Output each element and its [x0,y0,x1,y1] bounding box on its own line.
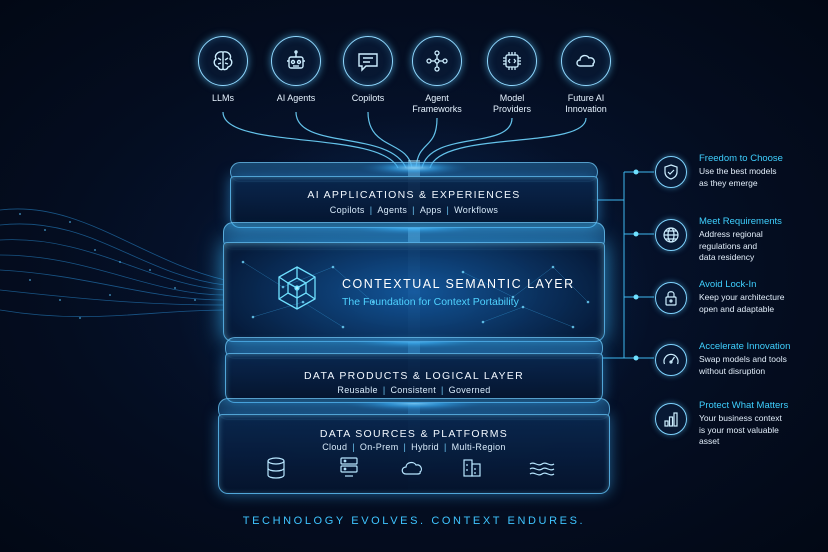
layer-title: DATA SOURCES & PLATFORMS [319,428,509,440]
top-item-future-ai: Future AI Innovation [545,36,627,115]
top-item-agent-frameworks: Agent Frameworks [396,36,478,115]
layer-ai-applications: AI APPLICATIONS & EXPERIENCES Copilots|A… [230,162,598,228]
top-item-label: Model Providers [492,93,531,114]
network-icon [412,36,462,86]
layer-items: Cloud|On-Prem|Hybrid|Multi-Region [322,442,506,452]
cube-network-icon [273,264,321,312]
layer-item: Apps [419,205,442,215]
bar-chart-icon [655,403,687,435]
cloud-icon [401,461,422,475]
benefit-description: Address regional regulations and data re… [699,229,763,262]
brain-icon [198,36,248,86]
left-data-streams [0,208,226,318]
benefit-description: Swap models and tools without disruption [699,354,787,376]
speedometer-icon [655,344,687,376]
benefit-title: Meet Requirements [699,216,782,227]
semantic-layer-title: CONTEXTUAL SEMANTIC LAYER [342,277,575,291]
layer-item: On-Prem [359,442,399,452]
layer-title: AI APPLICATIONS & EXPERIENCES [307,189,521,201]
chat-bubble-icon [343,36,393,86]
building-icon [463,459,481,477]
layer-items: Copilots|Agents|Apps|Workflows [329,205,499,215]
layer-data-products: DATA PRODUCTS & LOGICAL LAYER Reusable|C… [225,337,603,403]
cloud-icon [561,36,611,86]
benefits-bracket [592,171,654,359]
layer-items: Reusable|Consistent|Governed [337,385,491,395]
layer-item: Agents [377,205,408,215]
semantic-network-pattern [241,260,590,329]
chip-icon [487,36,537,86]
semantic-layer-subtitle: The Foundation for Context Portability [342,296,519,308]
layer-item: Workflows [454,205,499,215]
top-item-copilots: Copilots [327,36,409,104]
benefit-description: Keep your architecture open and adaptabl… [699,292,785,314]
left-data-dots [19,213,196,319]
top-connectors [222,111,587,169]
top-item-label: AI Agents [276,93,316,103]
layer-data-sources: DATA SOURCES & PLATFORMS Cloud|On-Prem|H… [218,398,610,494]
benefit-description: Use the best models as they emerge [699,166,777,188]
benefit-title: Freedom to Choose [699,153,783,164]
shield-check-icon [655,156,687,188]
layer-title: DATA PRODUCTS & LOGICAL LAYER [304,370,524,382]
top-item-model-providers: Model Providers [471,36,553,115]
benefit-title: Avoid Lock-In [699,279,757,290]
tagline: TECHNOLOGY EVOLVES. CONTEXT ENDURES. [242,515,586,527]
top-item-label: Copilots [351,93,385,103]
top-item-label: LLMs [211,93,234,103]
top-item-label: Future AI Innovation [565,93,607,114]
top-item-llms: LLMs [182,36,264,104]
layer-item: Governed [448,385,491,395]
top-item-label: Agent Frameworks [412,93,462,114]
server-icon [340,457,358,477]
layer-item: Hybrid [411,442,439,452]
layer-item: Copilots [329,205,365,215]
benefit-title: Accelerate Innovation [699,341,791,352]
layer-item: Multi-Region [451,442,506,452]
layer-item: Consistent [390,385,437,395]
top-item-ai-agents: AI Agents [255,36,337,104]
source-icons [267,457,555,479]
layer-item: Cloud [322,442,348,452]
robot-icon [271,36,321,86]
layer-contextual-semantic [223,222,605,342]
waves-icon [529,462,555,476]
database-icon [267,457,285,479]
globe-icon [655,219,687,251]
layer-item: Reusable [337,385,378,395]
benefit-description: Your business context is your most valua… [699,413,782,446]
lock-icon [655,282,687,314]
benefit-title: Protect What Matters [699,400,789,411]
